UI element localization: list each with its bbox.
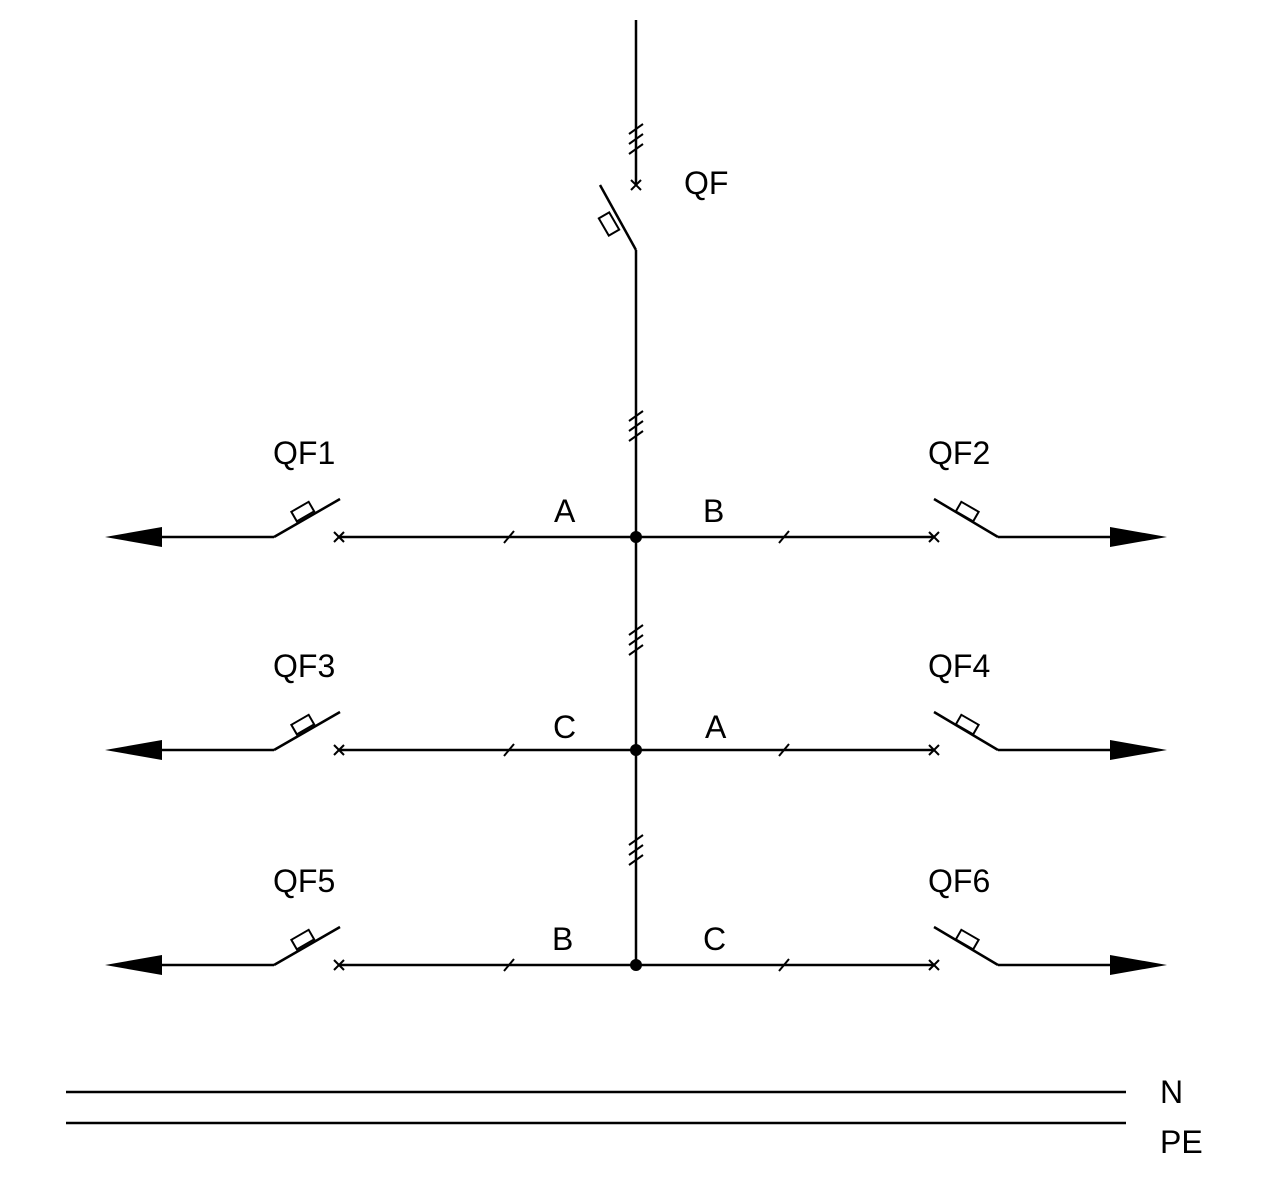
breaker-label-qf2: QF2: [928, 435, 990, 471]
phase-label: A: [554, 493, 576, 529]
phase-label: C: [553, 709, 576, 745]
arrow-left-icon: [105, 955, 162, 975]
phase-label: B: [552, 921, 573, 957]
arrow-left-icon: [105, 527, 162, 547]
arrow-right-icon: [1110, 740, 1167, 760]
contact-x-mark: [630, 179, 642, 191]
feeder-row-3: QF5 B QF6 C: [105, 863, 1167, 975]
contact-x-mark: [928, 531, 940, 543]
arrow-right-icon: [1110, 955, 1167, 975]
arrow-right-icon: [1110, 527, 1167, 547]
feeder-row-2: QF3 C QF4 A: [105, 648, 1167, 760]
breaker-label-qf6: QF6: [928, 863, 990, 899]
main-breaker-label: QF: [684, 165, 728, 201]
neutral-conductor: N: [66, 1074, 1183, 1110]
contact-x-mark: [333, 959, 345, 971]
breaker-label-qf4: QF4: [928, 648, 990, 684]
phase-label: C: [703, 921, 726, 957]
main-incoming-line: [628, 20, 644, 191]
main-breaker-qf: QF: [597, 165, 728, 965]
phase-label: A: [705, 709, 727, 745]
breaker-label-qf5: QF5: [273, 863, 335, 899]
bus-tick-marks: [628, 410, 644, 866]
protective-earth-label: PE: [1160, 1124, 1203, 1160]
breaker-label-qf1: QF1: [273, 435, 335, 471]
contact-x-mark: [333, 744, 345, 756]
protective-earth-conductor: PE: [66, 1121, 1203, 1160]
three-phase-tick-marks: [628, 123, 644, 155]
contact-x-mark: [333, 531, 345, 543]
breaker-label-qf3: QF3: [273, 648, 335, 684]
arrow-left-icon: [105, 740, 162, 760]
neutral-label: N: [1160, 1074, 1183, 1110]
contact-x-mark: [928, 744, 940, 756]
contact-x-mark: [928, 959, 940, 971]
feeder-row-1: QF1 A QF2 B: [105, 435, 1167, 547]
phase-label: B: [703, 493, 724, 529]
